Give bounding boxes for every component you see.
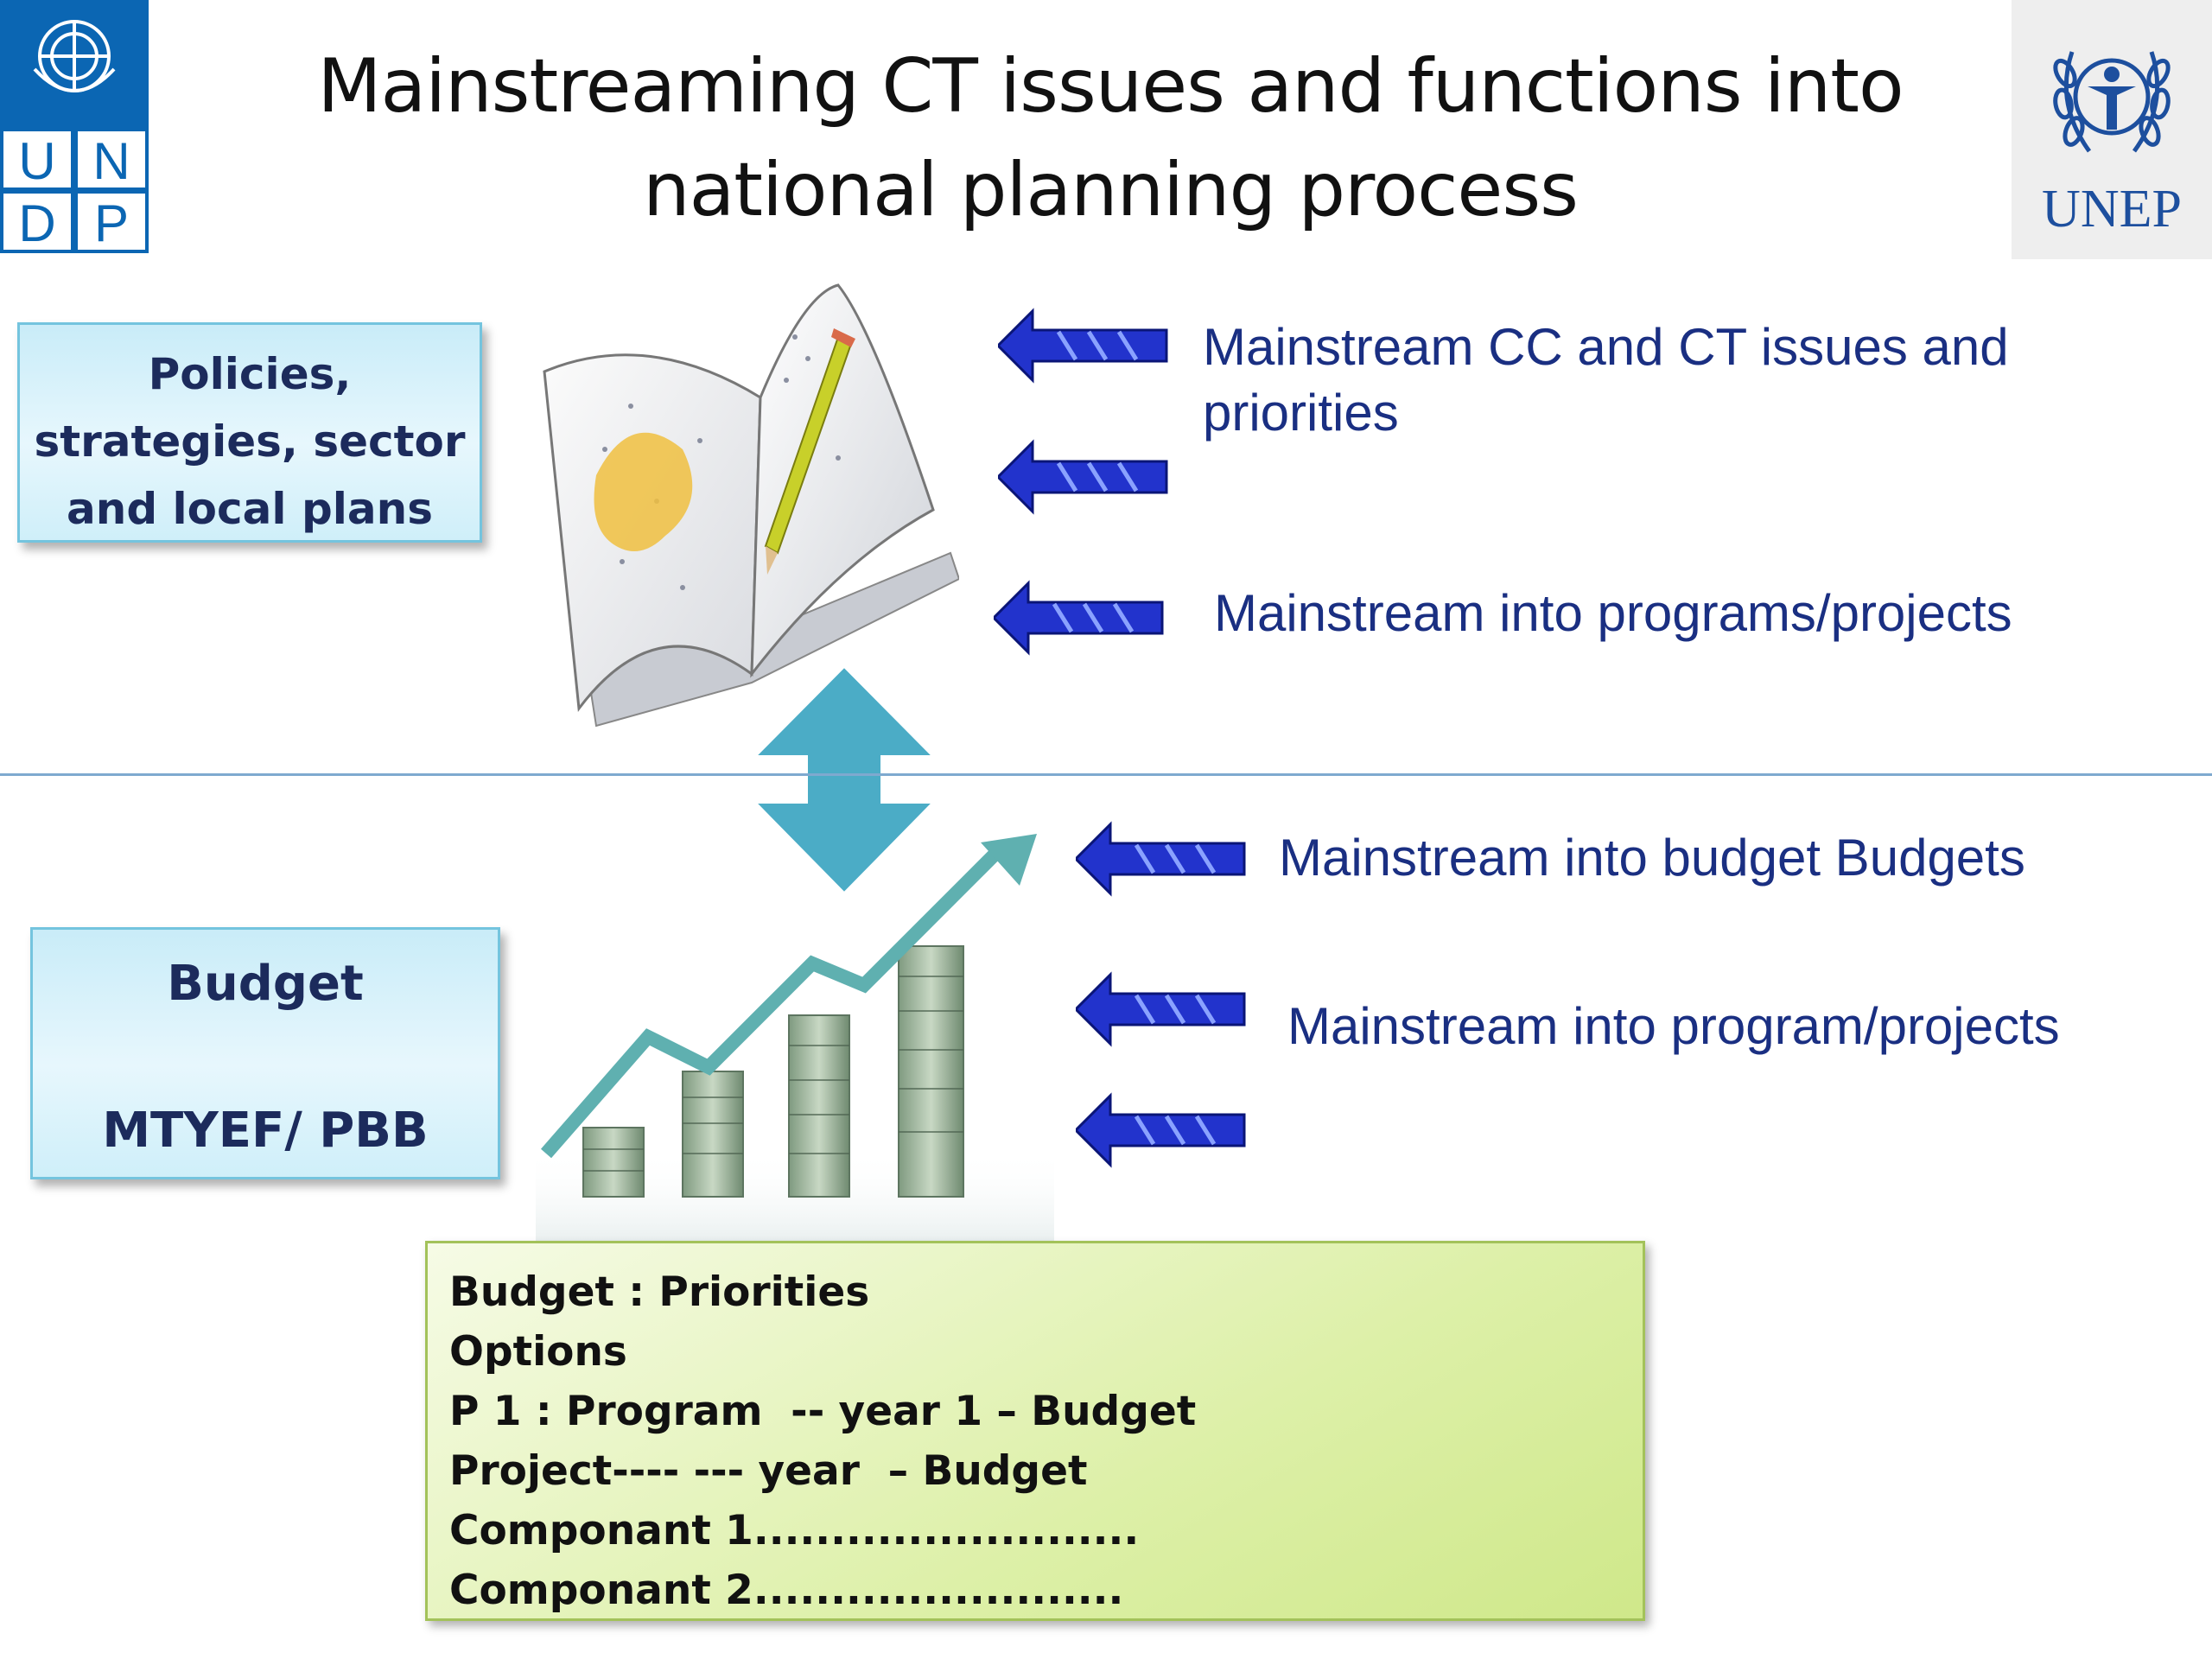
unep-logo: UNEP — [2012, 0, 2212, 259]
growth-arrow-icon — [540, 834, 1037, 1159]
cash-stack-4-icon — [898, 945, 964, 1198]
annotation-lower-2: Mainstream into program/projects — [1287, 994, 2203, 1059]
cash-stack-2-icon — [682, 1071, 744, 1198]
title-line-2: national planning process — [643, 147, 1579, 233]
left-arrow-icon — [1073, 1087, 1249, 1173]
cash-stack-1-icon — [582, 1127, 645, 1198]
annotation-lower-1: Mainstream into budget Budgets — [1279, 825, 2195, 891]
annotation-upper-1-line-1: Mainstream CC and CT issues and — [1203, 318, 2009, 376]
annotation-upper-3: Mainstream into programs/projects — [1214, 581, 2182, 646]
annotation-upper-3-line-1: Mainstream into programs/projects — [1214, 584, 2012, 642]
title-line-1: Mainstreaming CT issues and functions in… — [317, 43, 1904, 130]
budget-box-title: Budget — [167, 956, 364, 1012]
left-arrow-icon — [1073, 816, 1249, 902]
policies-line-3: and local plans — [67, 484, 433, 534]
undp-letter-p: P — [94, 194, 129, 252]
priorities-line-6: Componant 2........................ — [449, 1567, 1124, 1614]
policies-line-2: strategies, sector — [34, 416, 466, 467]
undp-letter-u: U — [18, 132, 55, 190]
annotation-lower-1-line-1: Mainstream into budget Budgets — [1279, 829, 2025, 887]
undp-letter-n: N — [92, 132, 130, 190]
unep-text: UNEP — [2042, 180, 2182, 238]
pencil-icon — [764, 328, 855, 575]
left-arrow-icon — [995, 434, 1171, 520]
undp-logo: U N D P — [0, 0, 149, 253]
budget-box: Budget MTYEF/ PBB — [30, 927, 500, 1179]
left-arrow-icon — [995, 302, 1171, 389]
priorities-line-5: Componant 1......................... — [449, 1507, 1140, 1554]
cash-stack-3-icon — [788, 1014, 850, 1198]
laurel-wreath-icon — [2053, 51, 2171, 153]
policies-line-1: Policies, — [148, 349, 352, 399]
budget-box-subtitle: MTYEF/ PBB — [102, 1103, 429, 1159]
priorities-line-1: Budget : Priorities — [449, 1268, 870, 1316]
annotation-upper-1-line-2: priorities — [1203, 384, 1399, 442]
policies-box: Policies, strategies, sector and local p… — [17, 322, 482, 543]
open-book-icon — [527, 276, 961, 760]
priorities-line-2: Options — [449, 1328, 627, 1376]
undp-letter-d: D — [18, 194, 55, 252]
double-headed-arrow — [745, 660, 944, 899]
priorities-line-3: P 1 : Program -- year 1 – Budget — [449, 1388, 1197, 1435]
section-divider — [0, 773, 2212, 776]
budget-priorities-box: Budget : Priorities Options P 1 : Progra… — [425, 1241, 1645, 1621]
annotation-upper-1: Mainstream CC and CT issues and prioriti… — [1203, 315, 2153, 446]
annotation-lower-2-line-1: Mainstream into program/projects — [1287, 997, 2060, 1055]
left-arrow-icon — [991, 575, 1166, 661]
left-arrow-icon — [1073, 966, 1249, 1052]
page-title: Mainstreaming CT issues and functions in… — [285, 35, 1936, 242]
globe-figure-icon — [2073, 58, 2151, 136]
un-emblem-icon — [33, 20, 116, 92]
money-growth-illustration — [536, 821, 1054, 1253]
priorities-line-4: Project---- --- year – Budget — [449, 1447, 1088, 1495]
